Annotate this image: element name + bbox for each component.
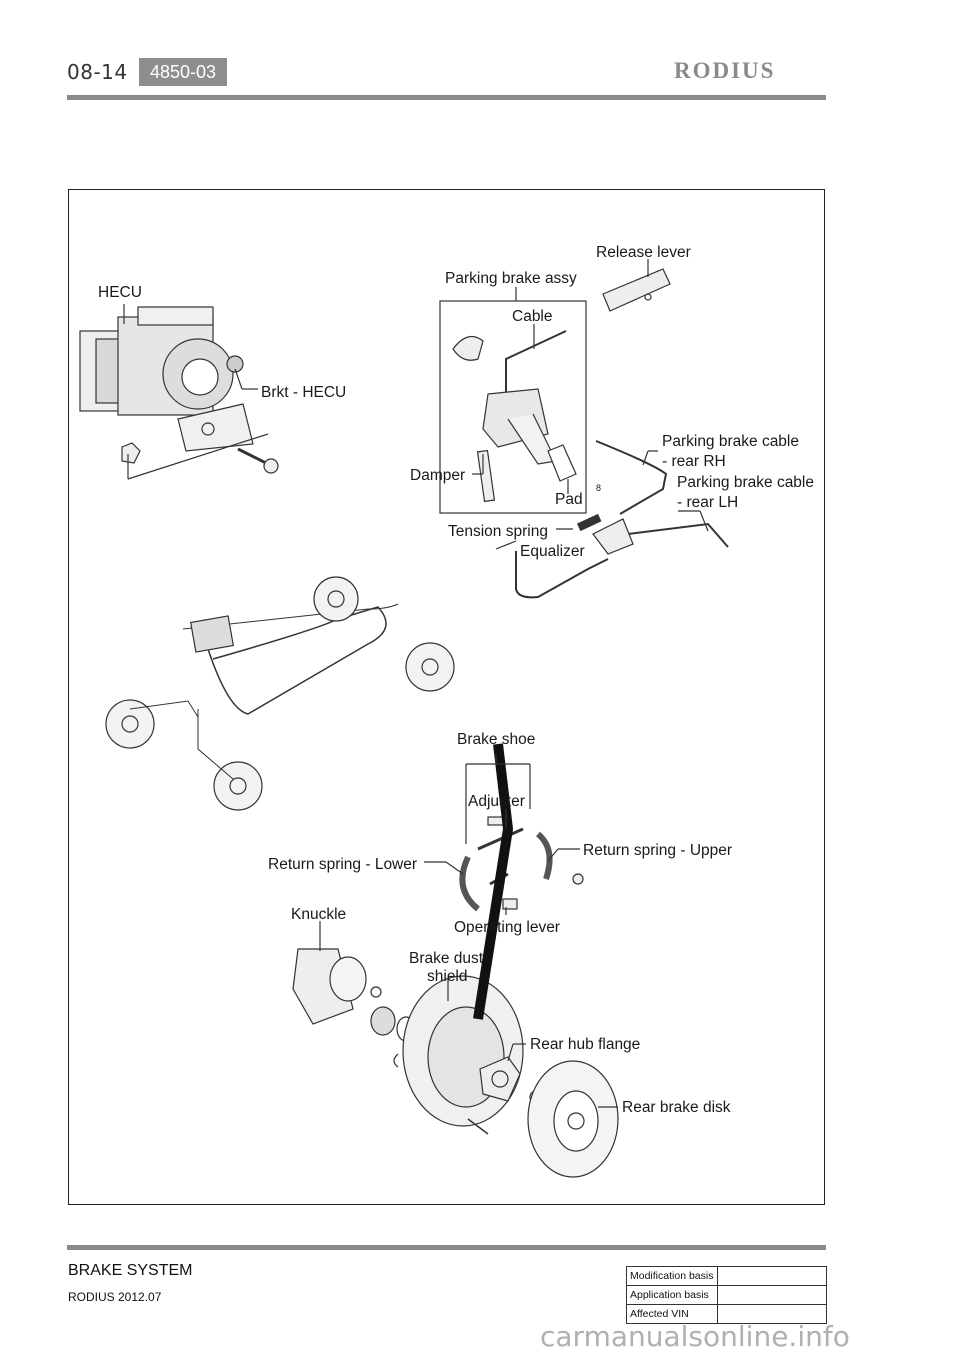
label-parking-brake-assy: Parking brake assy xyxy=(445,270,577,287)
label-small-mark: 8 xyxy=(596,483,601,493)
table-value xyxy=(717,1266,827,1286)
hecu-illustration xyxy=(79,306,279,480)
label-adjuster: Adjuster xyxy=(468,793,525,810)
cable-rear-lh xyxy=(627,522,729,548)
label-rear-brake-disk: Rear brake disk xyxy=(622,1099,731,1116)
label-equalizer: Equalizer xyxy=(520,543,585,560)
brake-shoe-illustration xyxy=(459,816,584,912)
label-return-spring-upper: Return spring - Upper xyxy=(583,842,732,859)
rear-brake-disk-illustration xyxy=(527,1060,619,1178)
label-return-spring-lower: Return spring - Lower xyxy=(268,856,417,873)
release-lever-illustration xyxy=(602,268,671,312)
page-number: 08-14 xyxy=(67,60,128,84)
footer-date: RODIUS 2012.07 xyxy=(68,1290,162,1304)
label-cable-rear-rh-line1: Parking brake cable xyxy=(662,433,799,450)
label-cable-rear-lh-line2: - rear LH xyxy=(677,494,738,511)
header-rule xyxy=(67,95,826,100)
label-pad: Pad xyxy=(555,491,583,508)
label-hecu: HECU xyxy=(98,284,142,301)
knuckle-illustration xyxy=(292,948,416,1068)
label-knuckle: Knuckle xyxy=(291,906,346,923)
label-brake-shoe: Brake shoe xyxy=(457,731,535,748)
table-row: Affected VIN xyxy=(626,1304,827,1324)
watermark: carmanualsonline.info xyxy=(540,1320,850,1353)
cable-rear-rh xyxy=(595,440,668,515)
footer-rule xyxy=(67,1245,826,1250)
label-cable-rear-rh-line2: - rear RH xyxy=(662,453,726,470)
table-row: Modification basis xyxy=(626,1266,827,1286)
table-key: Modification basis xyxy=(626,1266,718,1286)
label-cable-rear-lh-line1: Parking brake cable xyxy=(677,474,814,491)
table-value xyxy=(717,1304,827,1324)
label-tension-spring: Tension spring xyxy=(448,523,548,540)
label-operating-lever: Operating lever xyxy=(454,919,560,936)
footer-title: BRAKE SYSTEM xyxy=(68,1262,193,1279)
label-cable: Cable xyxy=(512,308,553,325)
equalizer-cable xyxy=(515,551,609,599)
brake-lines xyxy=(207,606,387,715)
parking-brake-assy-box xyxy=(439,300,587,514)
label-damper: Damper xyxy=(410,467,465,484)
label-brake-dust-line1: Brake dust xyxy=(409,950,484,967)
table-key: Application basis xyxy=(626,1285,718,1305)
table-key: Affected VIN xyxy=(626,1304,718,1324)
table-value xyxy=(717,1285,827,1305)
parking-brake-pedal-illustration xyxy=(452,330,577,503)
brand-logo: RODIUS xyxy=(674,58,776,83)
label-brake-dust-line2: shield xyxy=(427,968,468,985)
label-release-lever: Release lever xyxy=(596,244,691,261)
label-brkt-hecu: Brkt - HECU xyxy=(261,384,346,401)
section-code-badge: 4850-03 xyxy=(139,58,227,86)
brake-system-diagram: HECU Brkt - HECU Parking brake assy Rele… xyxy=(79,244,814,1178)
diagram-frame xyxy=(68,189,825,1205)
label-rear-hub-flange: Rear hub flange xyxy=(530,1036,640,1053)
table-row: Application basis xyxy=(626,1285,827,1305)
revision-info-table: Modification basis Application basis Aff… xyxy=(626,1266,827,1324)
rear-hub-flange-illustration xyxy=(479,1056,543,1104)
